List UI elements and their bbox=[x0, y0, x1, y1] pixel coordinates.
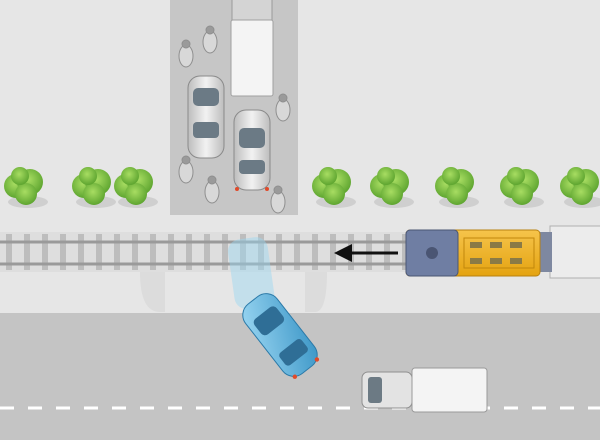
truck-top bbox=[230, 0, 274, 97]
railway-tie bbox=[330, 234, 336, 270]
bush bbox=[72, 167, 116, 208]
bush bbox=[114, 167, 158, 208]
railway-tie bbox=[60, 234, 66, 270]
railway-tie bbox=[24, 234, 30, 270]
bush bbox=[500, 167, 544, 208]
bushes bbox=[4, 167, 600, 208]
railway-tie bbox=[42, 234, 48, 270]
railway-tie bbox=[96, 234, 102, 270]
railway-tie bbox=[78, 234, 84, 270]
curb-left bbox=[140, 272, 165, 312]
car-ghost-trail bbox=[228, 237, 275, 309]
bush bbox=[560, 167, 600, 208]
parked-car-left bbox=[187, 75, 225, 159]
curb-right bbox=[305, 272, 327, 312]
railway-tie bbox=[276, 234, 282, 270]
cyclists bbox=[178, 25, 291, 214]
railway-tie bbox=[168, 234, 174, 270]
railway-tie bbox=[312, 234, 318, 270]
bush bbox=[435, 167, 479, 208]
railway-tie bbox=[402, 234, 408, 270]
bush bbox=[312, 167, 356, 208]
railway-tie bbox=[240, 234, 246, 270]
railway-tie bbox=[6, 234, 12, 270]
railway-tie bbox=[186, 234, 192, 270]
blue-car bbox=[242, 293, 320, 379]
railway-tie bbox=[294, 234, 300, 270]
railway-tie bbox=[114, 234, 120, 270]
railway-tie bbox=[204, 234, 210, 270]
bush bbox=[4, 167, 48, 208]
train bbox=[405, 225, 600, 279]
bush bbox=[370, 167, 414, 208]
railway-tie bbox=[258, 234, 264, 270]
parked-car-right bbox=[233, 109, 271, 191]
train-direction-arrow bbox=[334, 244, 398, 262]
railway-tie bbox=[150, 234, 156, 270]
truck-main-road bbox=[361, 367, 488, 413]
railway-tie bbox=[222, 234, 228, 270]
railway-tie bbox=[132, 234, 138, 270]
